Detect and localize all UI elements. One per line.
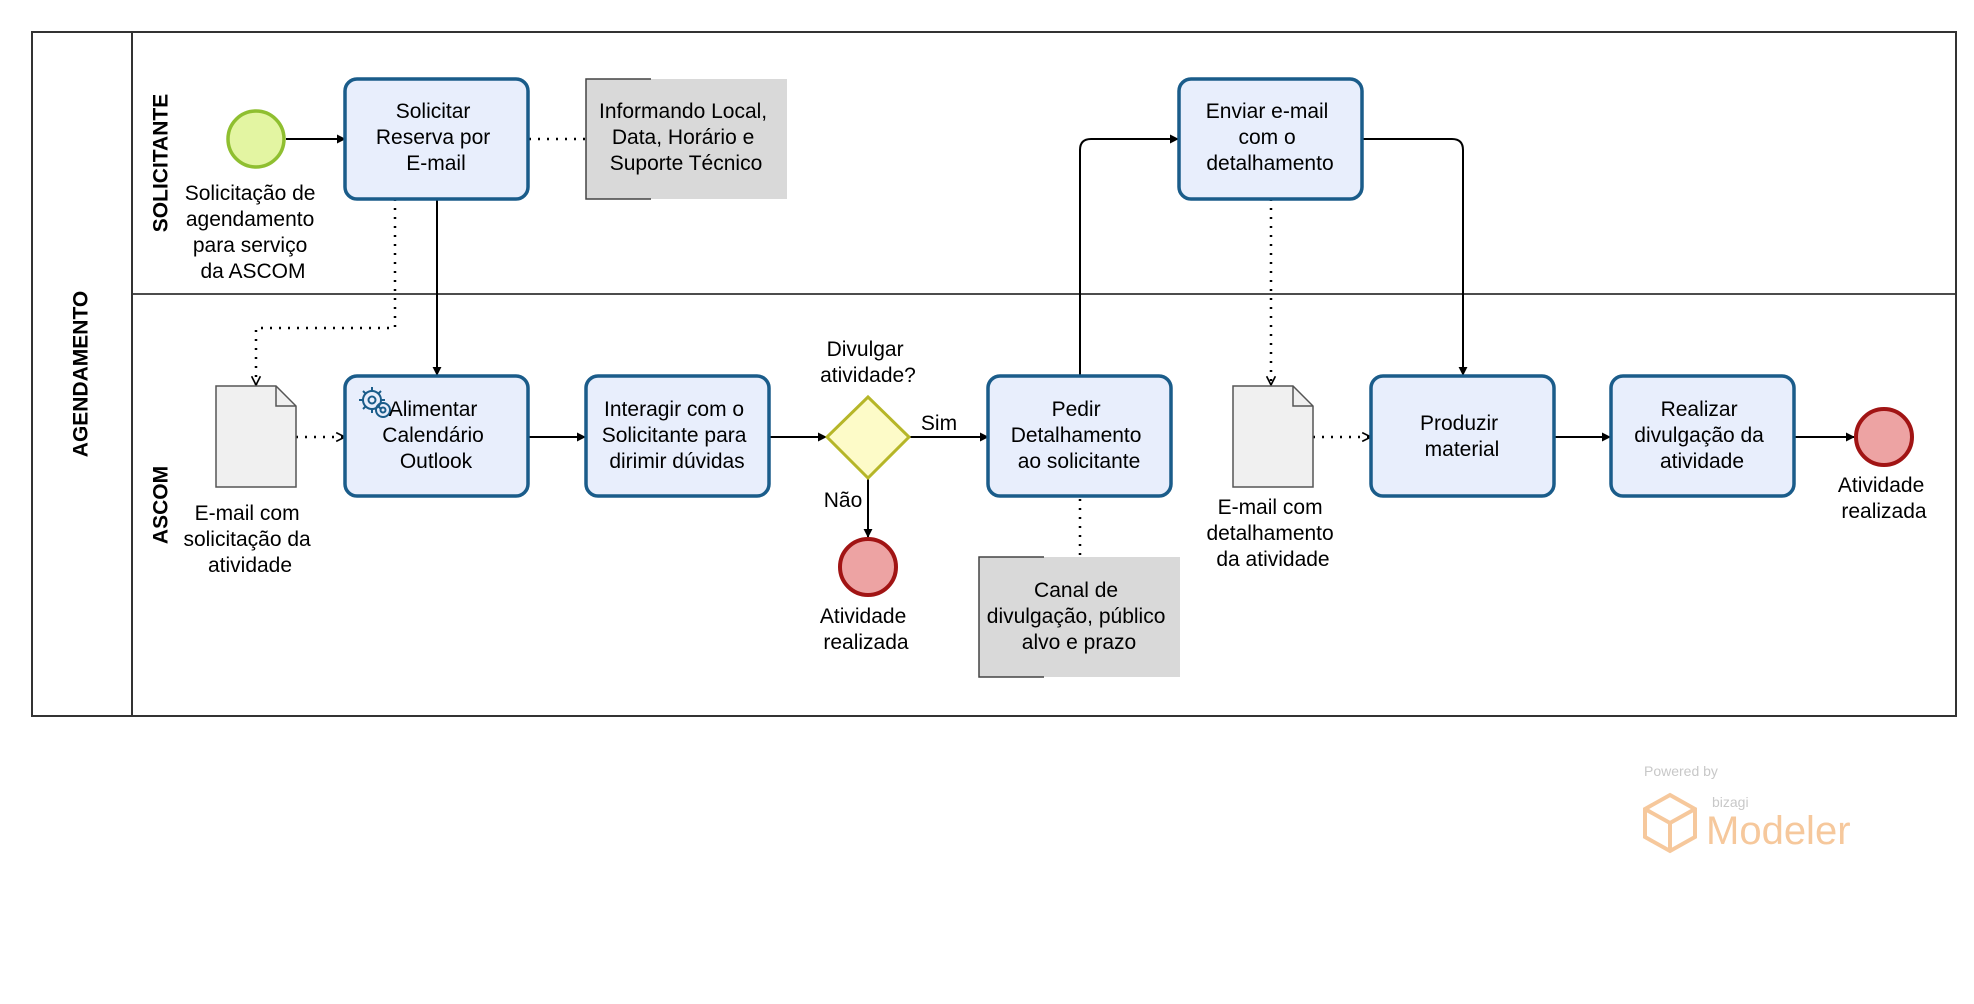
task-produzir-label: Produzir material <box>1420 412 1504 461</box>
task-alimentar-calendario[interactable]: Alimentar Calendário Outlook <box>343 374 530 498</box>
associations <box>256 137 1371 557</box>
data-object-email-detalhamento[interactable]: E-mail com detalhamento da atividade <box>1206 385 1339 571</box>
end-event-nao-label: Atividade realizada <box>820 605 912 654</box>
task-enviar-label: Enviar e-mail com o detalhamento <box>1206 100 1334 175</box>
start-event-label: Solicitação de agendamento para serviço … <box>185 182 322 283</box>
start-event[interactable]: Solicitação de agendamento para serviço … <box>185 109 322 283</box>
assoc-solicitar-to-email[interactable] <box>256 199 397 385</box>
end-event-nao[interactable]: Atividade realizada <box>820 537 912 654</box>
data-object-email-solicitacao[interactable]: E-mail com solicitação da atividade <box>183 385 316 577</box>
service-task-gear-icon <box>359 387 391 418</box>
task-interagir-solicitante[interactable]: Interagir com o Solicitante para dirimir… <box>584 374 771 498</box>
task-realizar-label: Realizar divulgação da atividade <box>1634 398 1769 473</box>
task-realizar-divulgacao[interactable]: Realizar divulgação da atividade <box>1609 374 1796 498</box>
lane-ascom[interactable]: ASCOM <box>150 466 173 544</box>
bizagi-watermark: Powered by bizagi Modeler <box>1643 763 1851 854</box>
lane-label-solicitante: SOLICITANTE <box>150 94 173 232</box>
task-interagir-label: Interagir com o Solicitante para dirimir… <box>602 398 753 473</box>
task-solicitar-label: Solicitar Reserva por E-mail <box>376 100 496 175</box>
pool-title: AGENDAMENTO <box>70 291 93 457</box>
end-event-final[interactable]: Atividade realizada <box>1838 407 1930 523</box>
task-pedir-label: Pedir Detalhamento ao solicitante <box>1011 398 1148 473</box>
watermark-product: Modeler <box>1706 809 1851 853</box>
task-alimentar-label: Alimentar Calendário Outlook <box>382 398 489 473</box>
bizagi-logo-icon <box>1643 792 1697 854</box>
gateway-question: Divulgar atividade? <box>820 338 916 387</box>
flow-enviar-to-produzir[interactable] <box>1362 138 1468 376</box>
annotation-canal-text: Canal de divulgação, público alvo e praz… <box>987 579 1171 654</box>
task-pedir-detalhamento[interactable]: Pedir Detalhamento ao solicitante <box>986 374 1173 498</box>
annotation-canal-divulgacao[interactable]: Canal de divulgação, público alvo e praz… <box>978 556 1180 678</box>
data-object-email-solicitacao-label: E-mail com solicitação da atividade <box>183 502 316 577</box>
gateway-divulgar[interactable]: Divulgar atividade? Sim Não <box>820 338 957 512</box>
watermark-powered-by: Powered by <box>1644 763 1718 779</box>
gateway-yes-label: Sim <box>921 412 957 435</box>
task-solicitar-reserva[interactable]: Solicitar Reserva por E-mail <box>343 77 530 201</box>
gateway-no-label: Não <box>824 489 863 512</box>
end-event-final-label: Atividade realizada <box>1838 474 1930 523</box>
watermark-brand: bizagi <box>1712 794 1749 810</box>
task-produzir-material[interactable]: Produzir material <box>1369 374 1556 498</box>
annotation-local-text: Informando Local, Data, Horário e Suport… <box>599 100 773 175</box>
sequence-flows <box>286 134 1855 538</box>
task-enviar-email[interactable]: Enviar e-mail com o detalhamento <box>1177 77 1364 201</box>
annotation-informando-local[interactable]: Informando Local, Data, Horário e Suport… <box>585 78 787 200</box>
data-object-email-detalhamento-label: E-mail com detalhamento da atividade <box>1206 496 1339 571</box>
flow-pedir-to-enviar[interactable] <box>1079 134 1179 375</box>
lane-label-ascom: ASCOM <box>150 466 173 544</box>
